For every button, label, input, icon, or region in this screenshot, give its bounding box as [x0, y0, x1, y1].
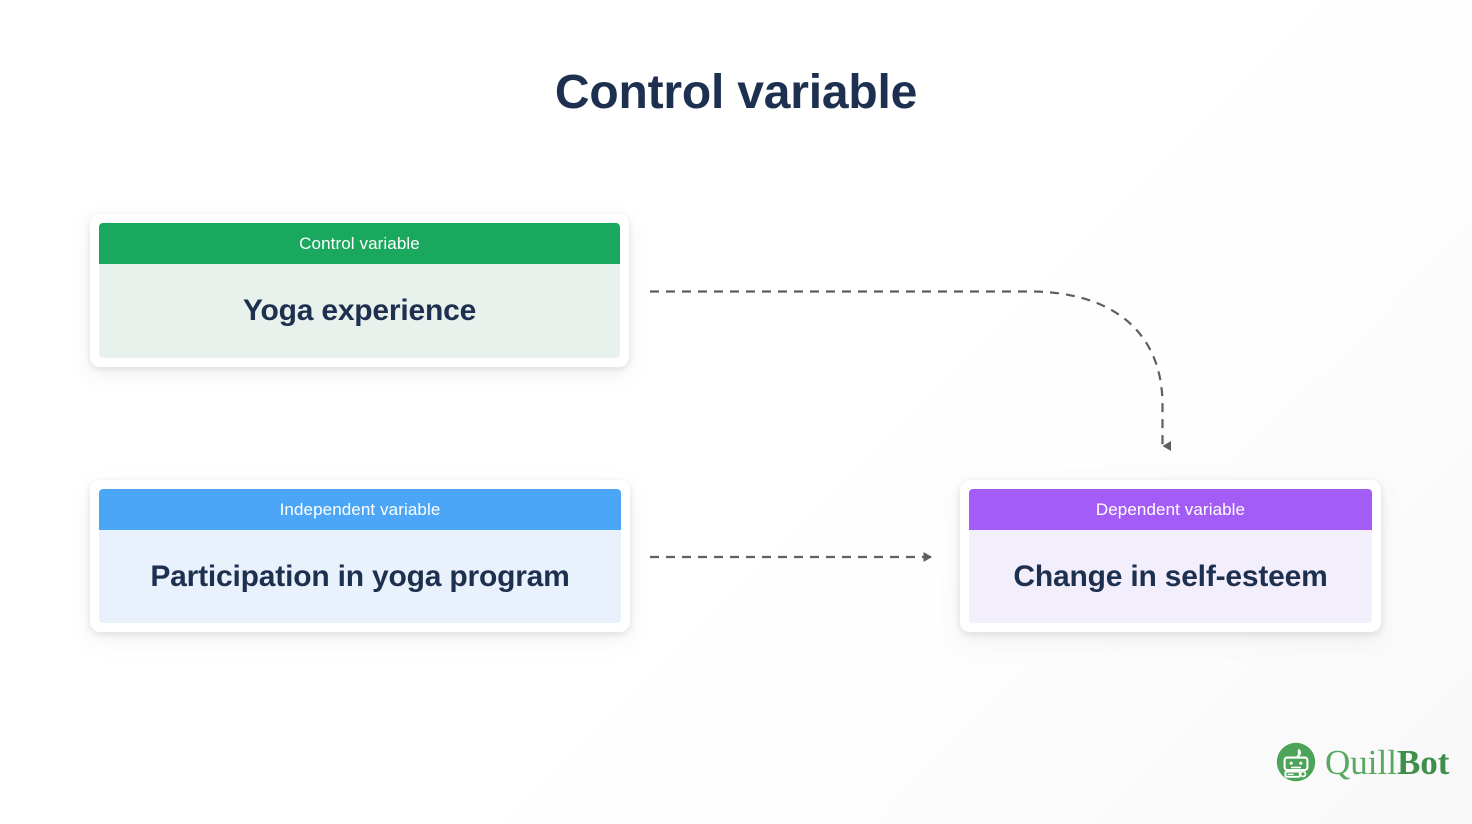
card-control-variable-header: Control variable [99, 223, 620, 264]
card-independent-variable-header: Independent variable [99, 489, 621, 530]
card-inner: Independent variable Participation in yo… [99, 489, 621, 623]
card-dependent-variable: Dependent variable Change in self-esteem [960, 480, 1381, 632]
quillbot-wordmark-part2: Bot [1396, 742, 1450, 782]
page-title: Control variable [554, 66, 918, 119]
quillbot-robot-icon [1276, 742, 1316, 782]
card-control-variable-body: Yoga experience [99, 264, 620, 358]
card-control-variable: Control variable Yoga experience [90, 214, 629, 367]
connector-control-to-dependent [650, 290, 1172, 451]
quillbot-wordmark: QuillBot [1325, 745, 1449, 780]
card-dependent-variable-body: Change in self-esteem [969, 530, 1372, 623]
card-inner: Dependent variable Change in self-esteem [969, 489, 1372, 623]
card-independent-variable-body: Participation in yoga program [99, 530, 621, 623]
card-dependent-variable-header: Dependent variable [969, 489, 1372, 530]
card-independent-variable: Independent variable Participation in yo… [90, 480, 630, 632]
card-inner: Control variable Yoga experience [99, 223, 620, 358]
quillbot-logo: QuillBot [1276, 742, 1449, 782]
quillbot-wordmark-part1: Quill [1325, 742, 1397, 782]
